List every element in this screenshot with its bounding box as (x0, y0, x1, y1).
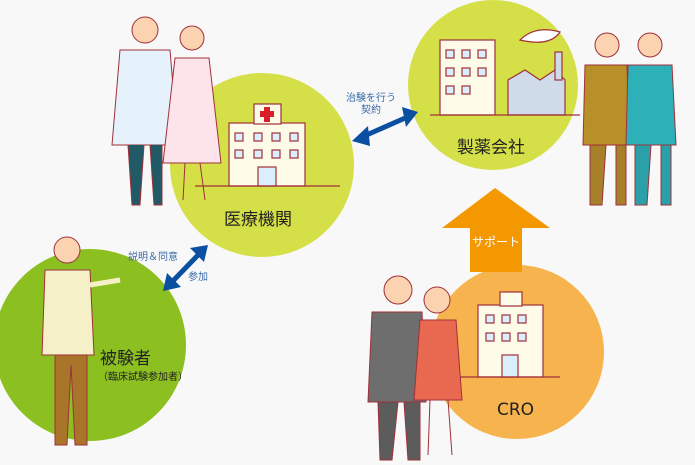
subject-person-illustration (41, 236, 121, 446)
doctor-illustration (111, 16, 179, 206)
cro-label: CRO (497, 400, 535, 420)
consent-label: 説明＆同意 (128, 252, 178, 263)
nurse-illustration (162, 25, 222, 201)
contract-label: 治験を行う 契約 (346, 93, 396, 117)
consent-arrow (163, 245, 208, 291)
subject-label: 被験者 (100, 349, 151, 369)
pharma-buildings-illustration (430, 29, 580, 116)
support-arrow (442, 188, 550, 272)
cro-staff-illustration (367, 275, 463, 461)
contract-label-line1: 治験を行う (346, 93, 396, 104)
pharma-label: 製薬会社 (457, 138, 525, 158)
support-label: サポート (472, 235, 521, 249)
contract-label-line2: 契約 (361, 105, 381, 116)
participation-label: 参加 (188, 272, 208, 283)
cro-building-illustration (460, 291, 560, 378)
businessmen-illustration (582, 32, 677, 206)
contract-arrow (352, 107, 418, 146)
subject-sublabel: （臨床試験参加者） (98, 372, 188, 383)
hospital-illustration (195, 103, 340, 187)
medical-label: 医療機関 (224, 210, 292, 230)
